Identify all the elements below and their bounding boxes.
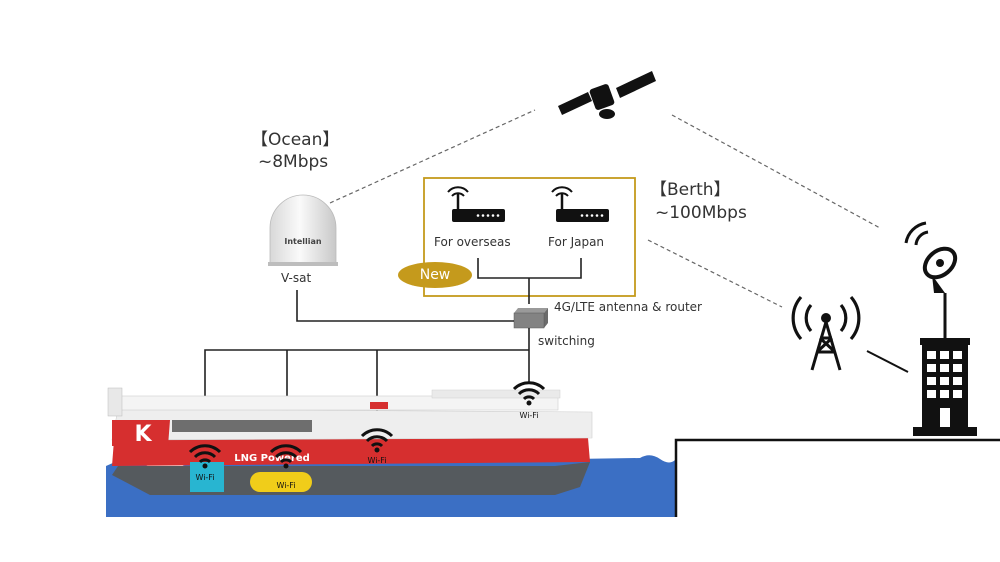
wifi-label-deck: Wi-Fi	[367, 456, 386, 465]
link-vsat-satellite	[329, 109, 536, 204]
router-overseas-icon	[447, 186, 505, 222]
vsat-cable	[296, 290, 514, 322]
berth-speed: ~100Mbps	[655, 203, 747, 223]
vsat-brand-text: Intellian	[284, 237, 322, 246]
ship	[107, 387, 593, 495]
pier	[674, 438, 1000, 517]
link-tower-building	[866, 350, 909, 373]
satellite-dish-icon	[904, 221, 958, 293]
ship-livery-text: LNG Powered	[234, 453, 310, 464]
wifi-label-tank: Wi-Fi	[276, 481, 295, 490]
lte-router-icon	[513, 308, 548, 329]
router-japan-icon	[551, 186, 609, 222]
cell-tower-icon	[791, 295, 861, 371]
router-overseas-label: For overseas	[434, 235, 511, 249]
lte-label: 4G/LTE antenna & router	[554, 300, 702, 314]
wifi-label-bridge: Wi-Fi	[519, 411, 538, 420]
link-satellite-ground	[671, 114, 881, 229]
router-wiring	[477, 258, 582, 304]
satellite-icon	[558, 71, 656, 119]
building-icon	[913, 338, 977, 436]
ocean-title: 【Ocean】	[251, 130, 340, 150]
switching-label: switching	[538, 334, 595, 348]
vsat-label: V-sat	[281, 271, 312, 285]
link-router-tower	[647, 239, 783, 308]
ship-logo: K	[134, 422, 152, 447]
ocean-speed: ~8Mbps	[258, 152, 329, 172]
router-japan-label: For Japan	[548, 235, 605, 249]
wifi-label-engine: Wi-Fi	[195, 473, 214, 482]
vsat-dome-icon	[268, 194, 338, 266]
berth-title: 【Berth】	[650, 180, 731, 200]
new-badge: New	[398, 262, 472, 288]
